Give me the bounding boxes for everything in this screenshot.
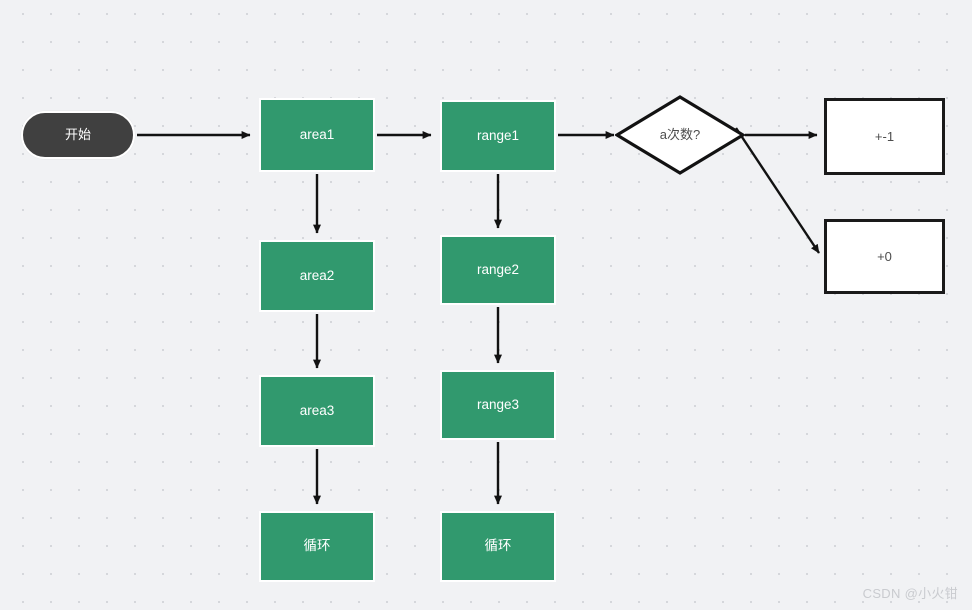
node-area1[interactable]: area1 <box>259 98 375 172</box>
edge-decision-to-plus-zero <box>735 127 820 254</box>
node-area-loop-label: 循环 <box>303 538 331 554</box>
node-range2-label: range2 <box>476 261 520 277</box>
watermark: CSDN @小火钳 <box>862 586 958 601</box>
node-plus-zero-label: +0 <box>877 248 892 264</box>
node-start-label: 开始 <box>64 127 91 143</box>
node-plus-minus-one-label: +-1 <box>874 128 895 144</box>
node-range-loop-label: 循环 <box>484 538 512 554</box>
node-start[interactable]: 开始 <box>21 111 135 159</box>
node-range1[interactable]: range1 <box>440 100 556 172</box>
node-decision-label: a次数? <box>659 127 701 143</box>
node-range-loop[interactable]: 循环 <box>440 511 556 582</box>
node-area2-label: area2 <box>299 267 335 283</box>
node-range1-label: range1 <box>476 127 520 143</box>
node-range3[interactable]: range3 <box>440 370 556 440</box>
node-area1-label: area1 <box>299 126 335 142</box>
diamond-shape <box>615 95 745 175</box>
node-area2[interactable]: area2 <box>259 240 375 312</box>
node-range3-label: range3 <box>476 396 520 412</box>
node-area-loop[interactable]: 循环 <box>259 511 375 582</box>
node-range2[interactable]: range2 <box>440 235 556 305</box>
node-area3[interactable]: area3 <box>259 375 375 447</box>
node-area3-label: area3 <box>299 402 335 418</box>
node-decision[interactable]: a次数? <box>615 95 745 175</box>
node-plus-zero[interactable]: +0 <box>824 219 945 294</box>
node-plus-minus-one[interactable]: +-1 <box>824 98 945 175</box>
